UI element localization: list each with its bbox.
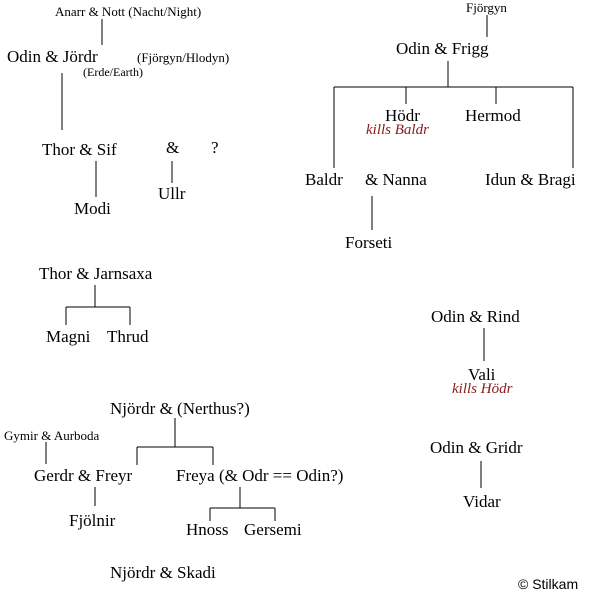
njordr-skadi-label: Njördr & Skadi <box>110 563 216 582</box>
anarr-nott-label: Anarr & Nott (Nacht/Night) <box>55 4 202 19</box>
hermod-label: Hermod <box>465 106 521 125</box>
odin-frigg-label: Odin & Frigg <box>396 39 489 58</box>
modi-label: Modi <box>74 199 111 218</box>
fjorgyn-label: Fjörgyn <box>466 0 507 15</box>
thor-jarnsaxa-label: Thor & Jarnsaxa <box>39 264 153 283</box>
unknown-partner-and: & <box>166 138 180 157</box>
idun-bragi-label: Idun & Bragi <box>485 170 576 189</box>
forseti-label: Forseti <box>345 233 393 252</box>
baldr-label: Baldr <box>305 170 343 189</box>
fjolnir-label: Fjölnir <box>69 511 116 530</box>
thor-sif-label: Thor & Sif <box>42 140 117 159</box>
jordr-alias-fjorgyn: (Fjörgyn/Hlodyn) <box>137 50 230 65</box>
freya-odr-label: Freya (& Odr == Odin?) <box>176 466 344 485</box>
hodr-label: Hödr <box>385 106 420 125</box>
vidar-label: Vidar <box>463 492 501 511</box>
thrud-label: Thrud <box>107 327 149 346</box>
odin-rind-label: Odin & Rind <box>431 307 520 326</box>
hnoss-label: Hnoss <box>186 520 229 539</box>
copyright-notice: © Stilkam <box>518 576 579 592</box>
ullr-label: Ullr <box>158 184 186 203</box>
njordr-nerthus-label: Njördr & (Nerthus?) <box>110 399 250 418</box>
odin-gridr-label: Odin & Gridr <box>430 438 523 457</box>
odin-jordr-label: Odin & Jördr <box>7 47 98 66</box>
gerdr-freyr-label: Gerdr & Freyr <box>34 466 133 485</box>
vali-note: kills Hödr <box>452 381 513 397</box>
gymir-aurboda-label: Gymir & Aurboda <box>4 428 100 443</box>
gersemi-label: Gersemi <box>244 520 302 539</box>
unknown-partner-question: ? <box>211 138 219 157</box>
vali-label: Vali <box>468 365 496 384</box>
jordr-alias-earth: (Erde/Earth) <box>83 65 143 79</box>
nanna-label: & Nanna <box>365 170 427 189</box>
magni-label: Magni <box>46 327 91 346</box>
hodr-note: kills Baldr <box>366 122 429 138</box>
